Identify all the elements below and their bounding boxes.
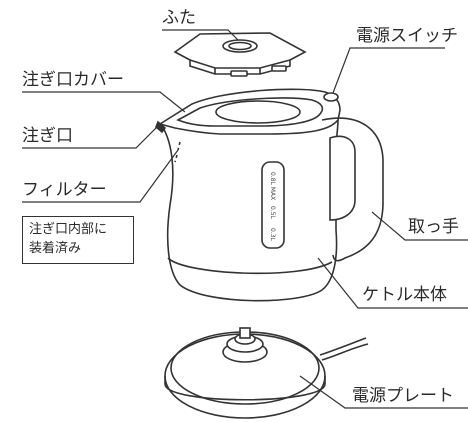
- label-kettle-body: ケトル本体: [362, 285, 447, 305]
- gauge-low-mark: 0.3L: [269, 228, 276, 241]
- label-power-plate: 電源プレート: [352, 386, 454, 406]
- leader-lines: [22, 29, 468, 409]
- label-handle: 取っ手: [408, 217, 459, 237]
- filter-note-line1: 注ぎ口内部に: [29, 222, 108, 237]
- label-spout: 注ぎ口: [22, 126, 73, 146]
- gauge-max-mark: 0.8L MAX: [269, 172, 276, 201]
- filter-note-box: 注ぎ口内部に 装着済み: [22, 216, 134, 264]
- gauge-mid-mark: 0.5L: [269, 206, 276, 219]
- label-filter: フィルター: [22, 180, 107, 200]
- power-plate-illustration: [164, 327, 369, 419]
- lid-illustration: [173, 32, 307, 77]
- kettle-body-illustration: [155, 88, 384, 302]
- label-power-switch: 電源スイッチ: [356, 26, 458, 46]
- label-spout-cover: 注ぎ口カバー: [22, 70, 124, 90]
- filter-note-line2: 装着済み: [29, 241, 82, 256]
- label-lid: ふた: [162, 8, 196, 28]
